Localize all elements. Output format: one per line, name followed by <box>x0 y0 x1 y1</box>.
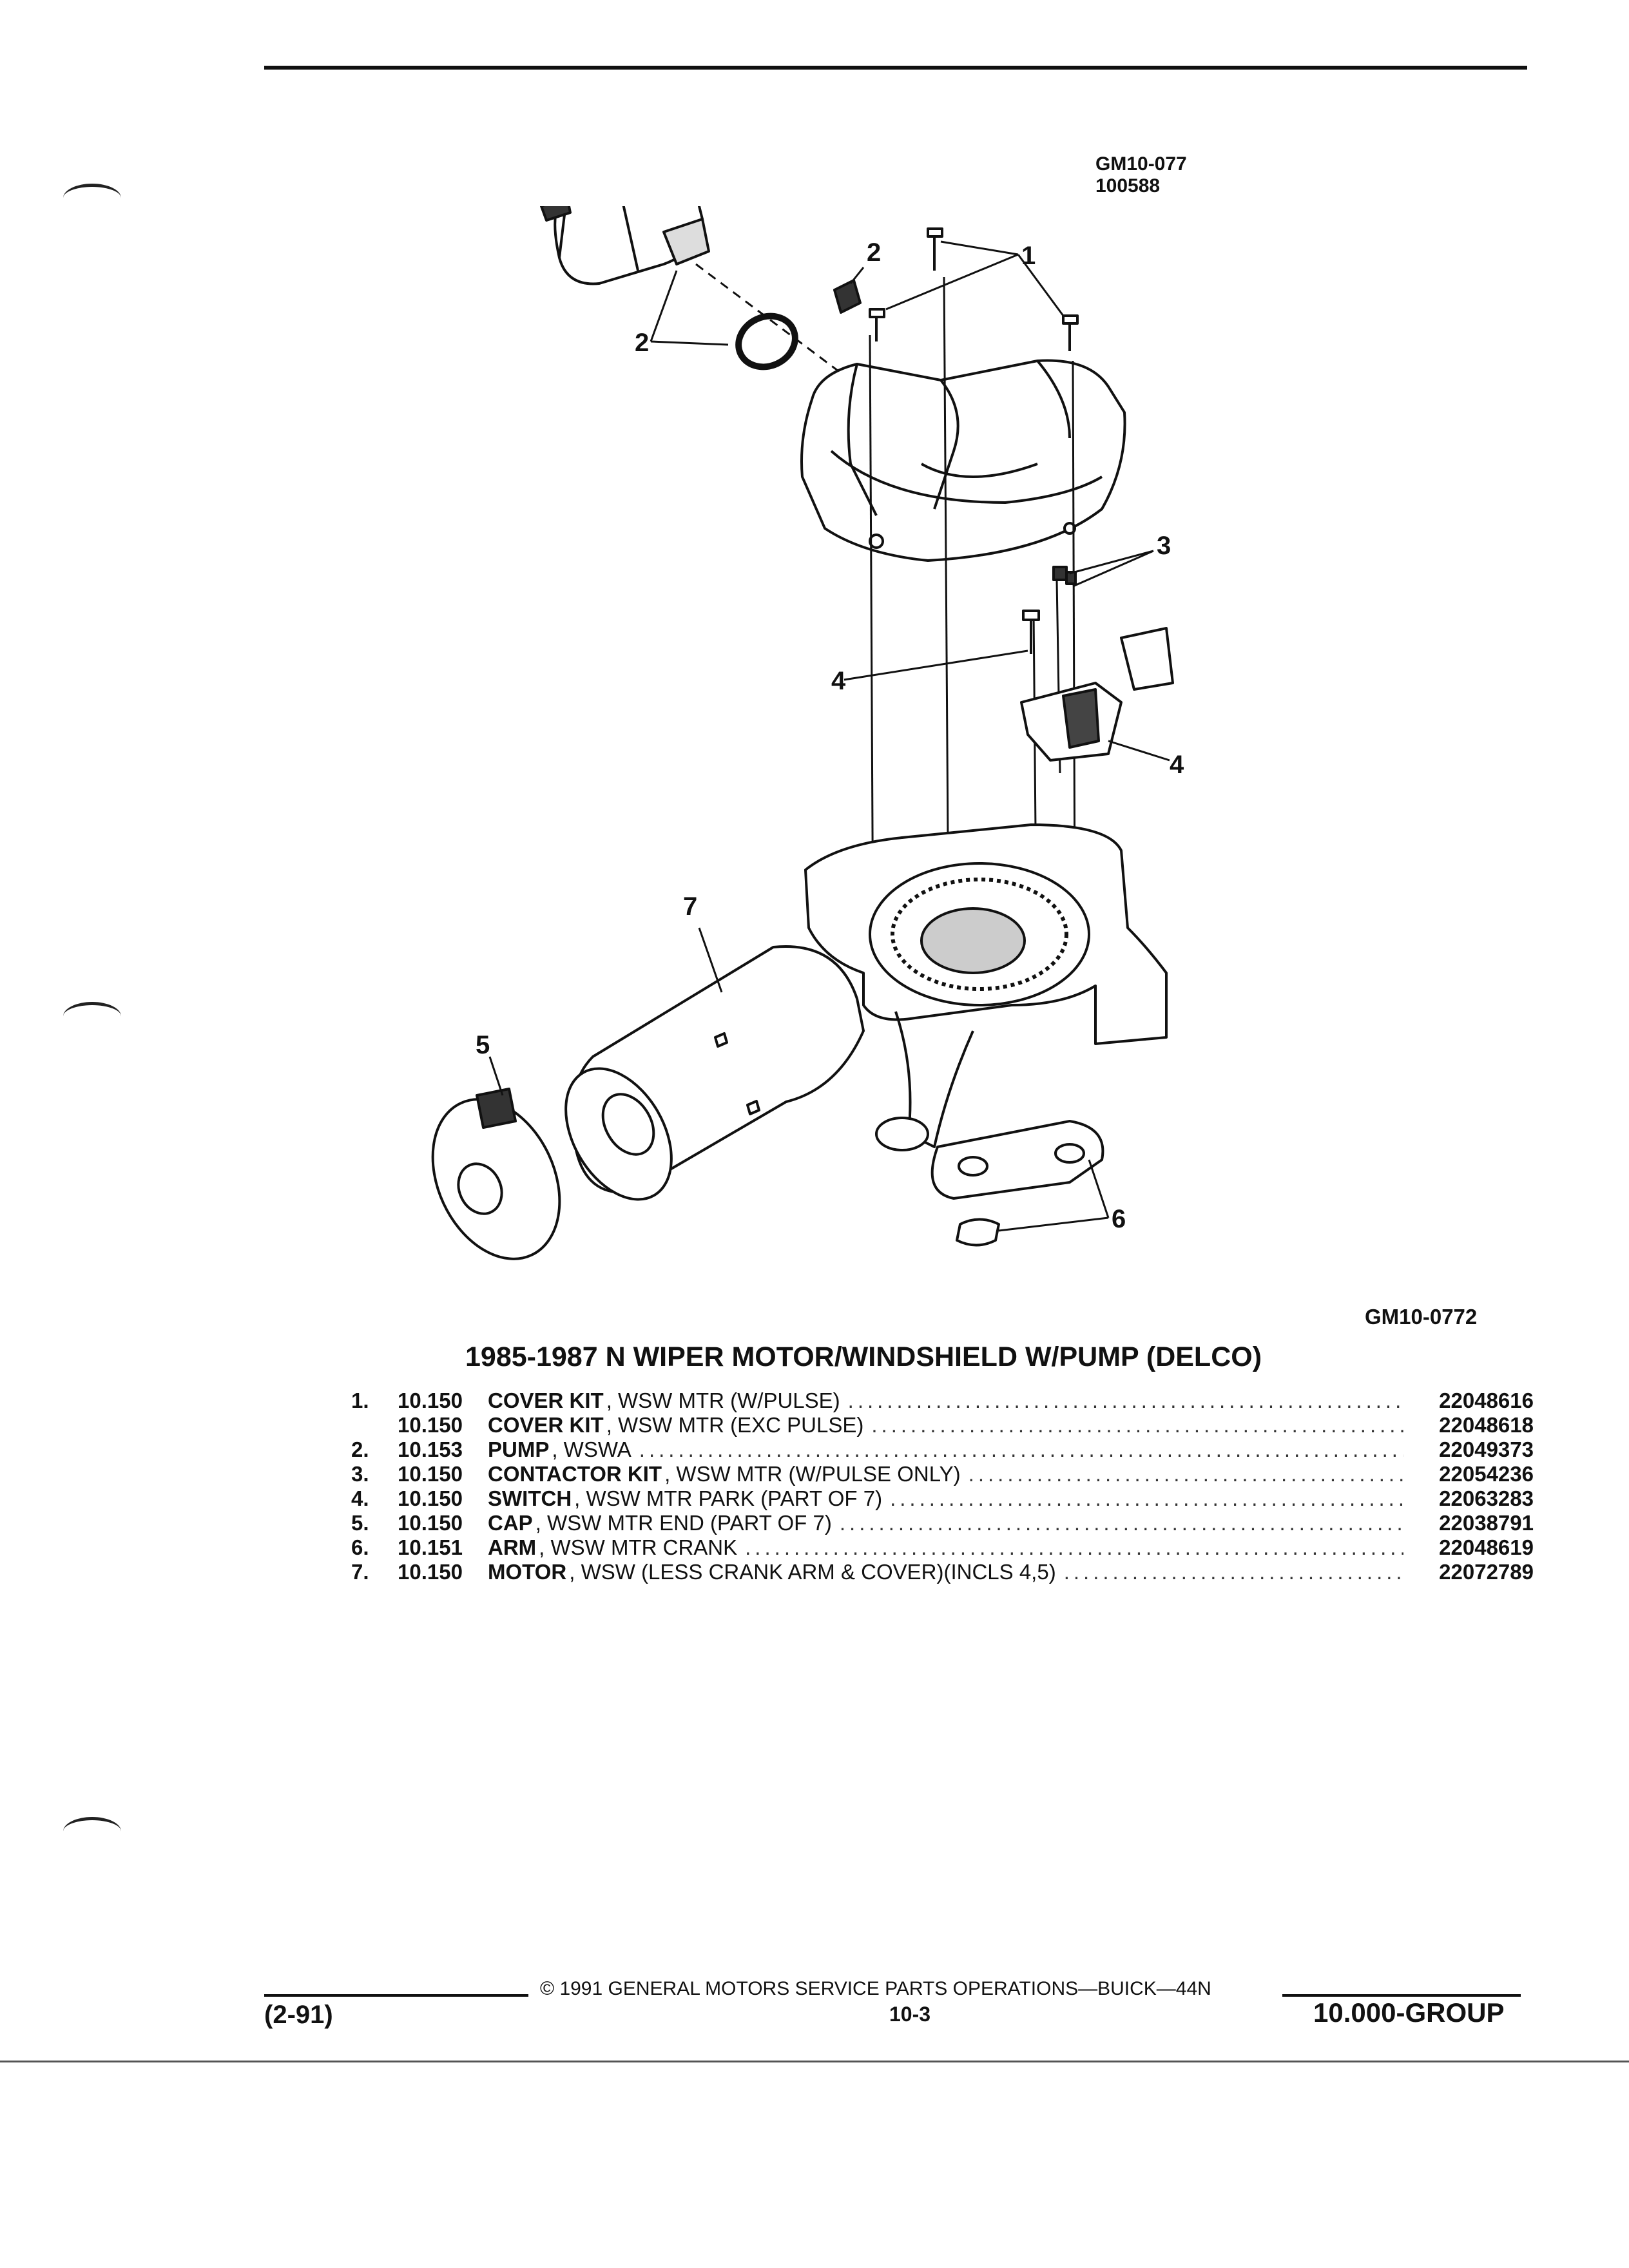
screws <box>869 227 1079 351</box>
footer-rule-right <box>1282 1994 1521 1997</box>
footer-date-code: (2-91) <box>264 2001 333 2029</box>
part-number: 22054236 <box>1439 1462 1534 1486</box>
end-cap-illustration <box>431 1088 561 1260</box>
callout-2-pump: 2 <box>635 329 649 357</box>
parts-row: 1. 10.150 COVER KIT , WSW MTR (W/PULSE) … <box>351 1389 1534 1413</box>
leader-dots <box>1064 1560 1403 1584</box>
pump-illustration <box>540 206 710 285</box>
top-rule <box>264 66 1527 70</box>
group-number: 10.150 <box>398 1462 463 1486</box>
item-number: 1. <box>351 1389 369 1412</box>
group-number: 10.150 <box>398 1389 463 1412</box>
parts-row: 3. 10.150 CONTACTOR KIT , WSW MTR (W/PUL… <box>351 1462 1534 1486</box>
part-description: , WSW MTR (EXC PULSE) <box>606 1413 864 1437</box>
leader-dots <box>840 1511 1403 1535</box>
item-number: 2. <box>351 1437 369 1461</box>
part-description: , WSW MTR CRANK <box>539 1535 738 1559</box>
part-description: , WSW MTR (W/PULSE ONLY) <box>664 1462 961 1486</box>
item-number: 5. <box>351 1511 369 1535</box>
part-description: , WSW MTR PARK (PART OF 7) <box>574 1486 883 1510</box>
parts-list: 1. 10.150 COVER KIT , WSW MTR (W/PULSE) … <box>351 1389 1534 1584</box>
margin-mark <box>63 184 121 213</box>
part-description: , WSW MTR (W/PULSE) <box>606 1389 840 1412</box>
footer-group: 10.000-GROUP <box>1313 1997 1505 2028</box>
gear-housing-illustration <box>804 823 1168 1151</box>
callout-7: 7 <box>683 892 697 921</box>
callout-5: 5 <box>476 1031 490 1059</box>
leader-dots <box>969 1462 1403 1486</box>
exploded-parts-diagram: 1 2 2 3 4 4 5 6 7 <box>431 206 1184 1260</box>
part-number: 22048619 <box>1439 1535 1534 1559</box>
part-name: PUMP <box>488 1437 550 1461</box>
part-name: COVER KIT <box>488 1413 604 1437</box>
parts-row: 10.150 COVER KIT , WSW MTR (EXC PULSE) 2… <box>351 1413 1534 1437</box>
part-number: 22048618 <box>1439 1413 1534 1437</box>
part-description: , WSWA <box>552 1437 631 1461</box>
group-number: 10.153 <box>398 1437 463 1461</box>
group-number: 10.150 <box>398 1511 463 1535</box>
callout-3: 3 <box>1157 532 1171 560</box>
callout-1: 1 <box>1021 242 1036 270</box>
part-number: 22038791 <box>1439 1511 1534 1535</box>
part-name: MOTOR <box>488 1560 567 1584</box>
ref-code-2: 100588 <box>1095 175 1161 197</box>
part-name: CONTACTOR KIT <box>488 1462 662 1486</box>
motor-illustration <box>564 945 865 1201</box>
item-number: 3. <box>351 1462 369 1486</box>
footer-page-number: 10-3 <box>889 2003 931 2026</box>
part-number: 22063283 <box>1439 1486 1534 1510</box>
leader-dots <box>745 1535 1403 1560</box>
leader-lines <box>488 240 1170 1232</box>
leader-dots <box>871 1413 1403 1437</box>
crank-arm-illustration <box>930 1120 1104 1247</box>
part-description: , WSW MTR END (PART OF 7) <box>535 1511 832 1535</box>
leader-dots <box>848 1389 1403 1413</box>
part-name: SWITCH <box>488 1486 572 1510</box>
parts-row: 6. 10.151 ARM , WSW MTR CRANK 22048619 <box>351 1535 1534 1560</box>
part-name: ARM <box>488 1535 537 1559</box>
ref-code-1: GM10-077 <box>1095 153 1187 175</box>
leader-dots <box>639 1437 1403 1462</box>
part-name: CAP <box>488 1511 533 1535</box>
group-number: 10.150 <box>398 1413 463 1437</box>
callout-4-switch: 4 <box>1170 751 1184 779</box>
parts-row: 5. 10.150 CAP , WSW MTR END (PART OF 7) … <box>351 1511 1534 1535</box>
figure-caption-code: GM10-0772 <box>1365 1305 1478 1329</box>
switch-illustration <box>1020 627 1174 762</box>
parts-row: 4. 10.150 SWITCH , WSW MTR PARK (PART OF… <box>351 1486 1534 1511</box>
group-number: 10.150 <box>398 1486 463 1510</box>
clip <box>833 279 862 314</box>
group-number: 10.151 <box>398 1535 463 1559</box>
parts-row: 7. 10.150 MOTOR , WSW (LESS CRANK ARM & … <box>351 1560 1534 1584</box>
seal-ring <box>735 312 798 370</box>
leader-dots <box>890 1486 1403 1511</box>
page-title: 1985-1987 N WIPER MOTOR/WINDSHIELD W/PUM… <box>465 1341 1262 1372</box>
cover-illustration <box>800 359 1126 562</box>
callout-2-clip: 2 <box>867 238 881 267</box>
parts-row: 2. 10.153 PUMP , WSWA 22049373 <box>351 1437 1534 1462</box>
item-number: 4. <box>351 1486 369 1510</box>
footer-rule-left <box>264 1994 528 1997</box>
callout-4-screw: 4 <box>831 667 846 695</box>
part-description: , WSW (LESS CRANK ARM & COVER)(INCLS 4,5… <box>569 1560 1056 1584</box>
item-number: 6. <box>351 1535 369 1559</box>
margin-mark <box>63 1002 121 1031</box>
callout-6: 6 <box>1112 1205 1126 1233</box>
margin-mark <box>63 1817 121 1846</box>
part-name: COVER KIT <box>488 1389 604 1412</box>
part-number: 22072789 <box>1439 1560 1534 1584</box>
bottom-rule <box>0 2061 1629 2062</box>
part-number: 22048616 <box>1439 1389 1534 1412</box>
copyright-line: © 1991 GENERAL MOTORS SERVICE PARTS OPER… <box>540 1978 1211 1999</box>
part-number: 22049373 <box>1439 1437 1534 1461</box>
group-number: 10.150 <box>398 1560 463 1584</box>
item-number: 7. <box>351 1560 369 1584</box>
